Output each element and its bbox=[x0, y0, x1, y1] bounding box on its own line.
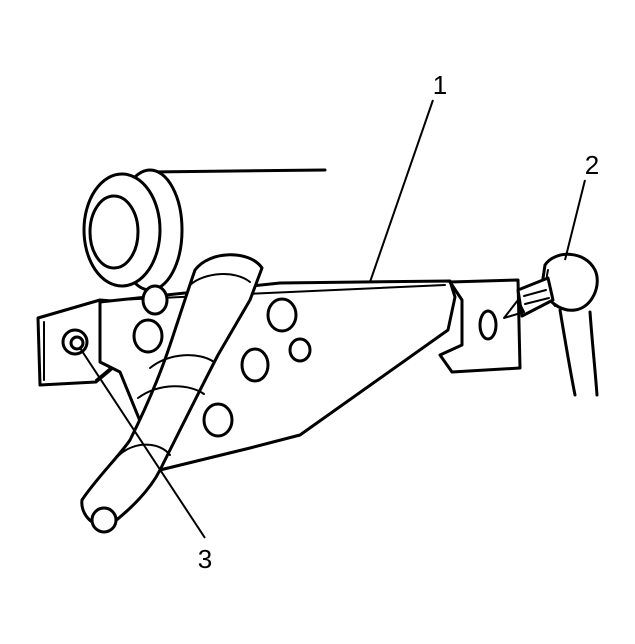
cable-tube bbox=[80, 253, 264, 534]
push-pin-retainer bbox=[503, 252, 599, 397]
leader-lines bbox=[79, 99, 586, 539]
callout-3: 3 bbox=[198, 544, 212, 574]
rear-boss-component bbox=[82, 168, 327, 292]
callout-1: 1 bbox=[433, 70, 447, 100]
stud-fastener bbox=[61, 328, 89, 356]
callout-2: 2 bbox=[585, 150, 599, 180]
